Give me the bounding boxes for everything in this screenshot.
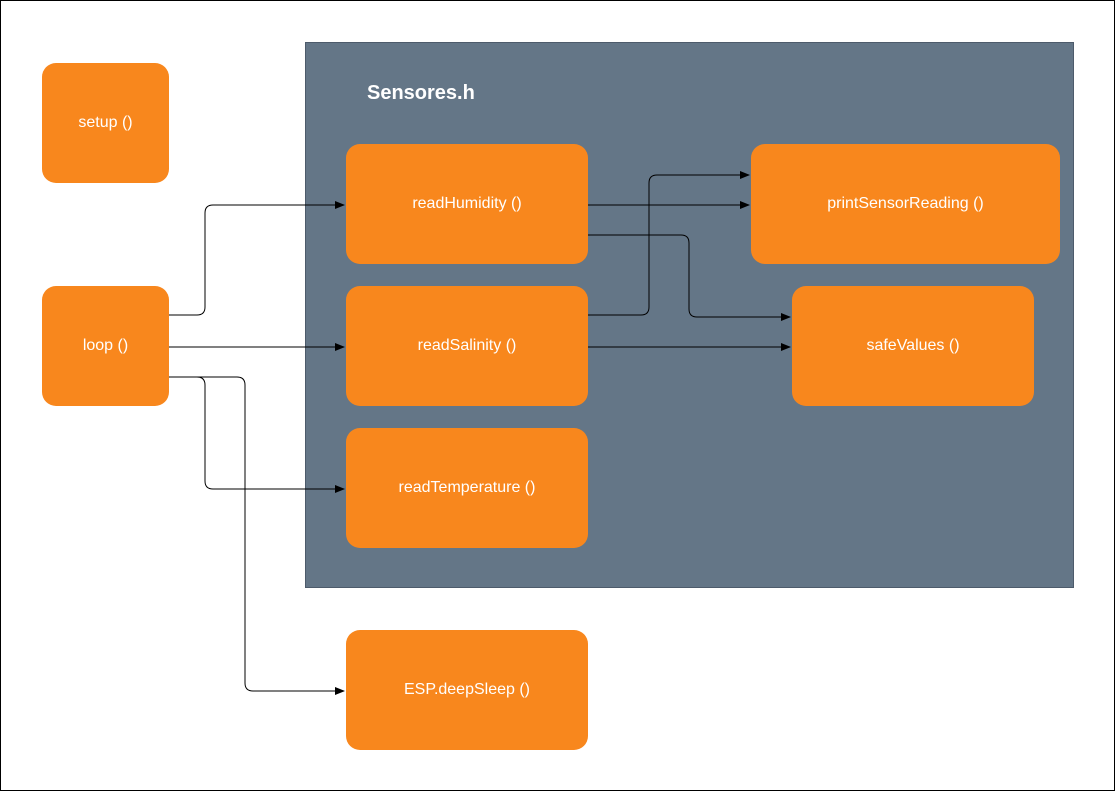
edge-loop-to-read-humidity	[169, 201, 345, 316]
node-read-temperature: readTemperature ()	[346, 428, 588, 548]
node-read-humidity: readHumidity ()	[346, 144, 588, 264]
group-title: Sensores.h	[367, 82, 475, 104]
edge-read-salinity-to-print-sensor-reading	[588, 171, 750, 316]
edge-read-humidity-to-safe-values	[588, 234, 791, 321]
node-print-sensor-reading: printSensorReading ()	[751, 144, 1060, 264]
node-esp-deep-sleep: ESP.deepSleep ()	[346, 630, 588, 750]
edge-loop-to-read-temperature	[169, 376, 345, 493]
edge-loop-to-esp-deep-sleep	[169, 376, 345, 695]
node-setup: setup ()	[42, 63, 169, 183]
node-safe-values: safeValues ()	[792, 286, 1034, 406]
node-loop: loop ()	[42, 286, 169, 406]
node-read-salinity: readSalinity ()	[346, 286, 588, 406]
